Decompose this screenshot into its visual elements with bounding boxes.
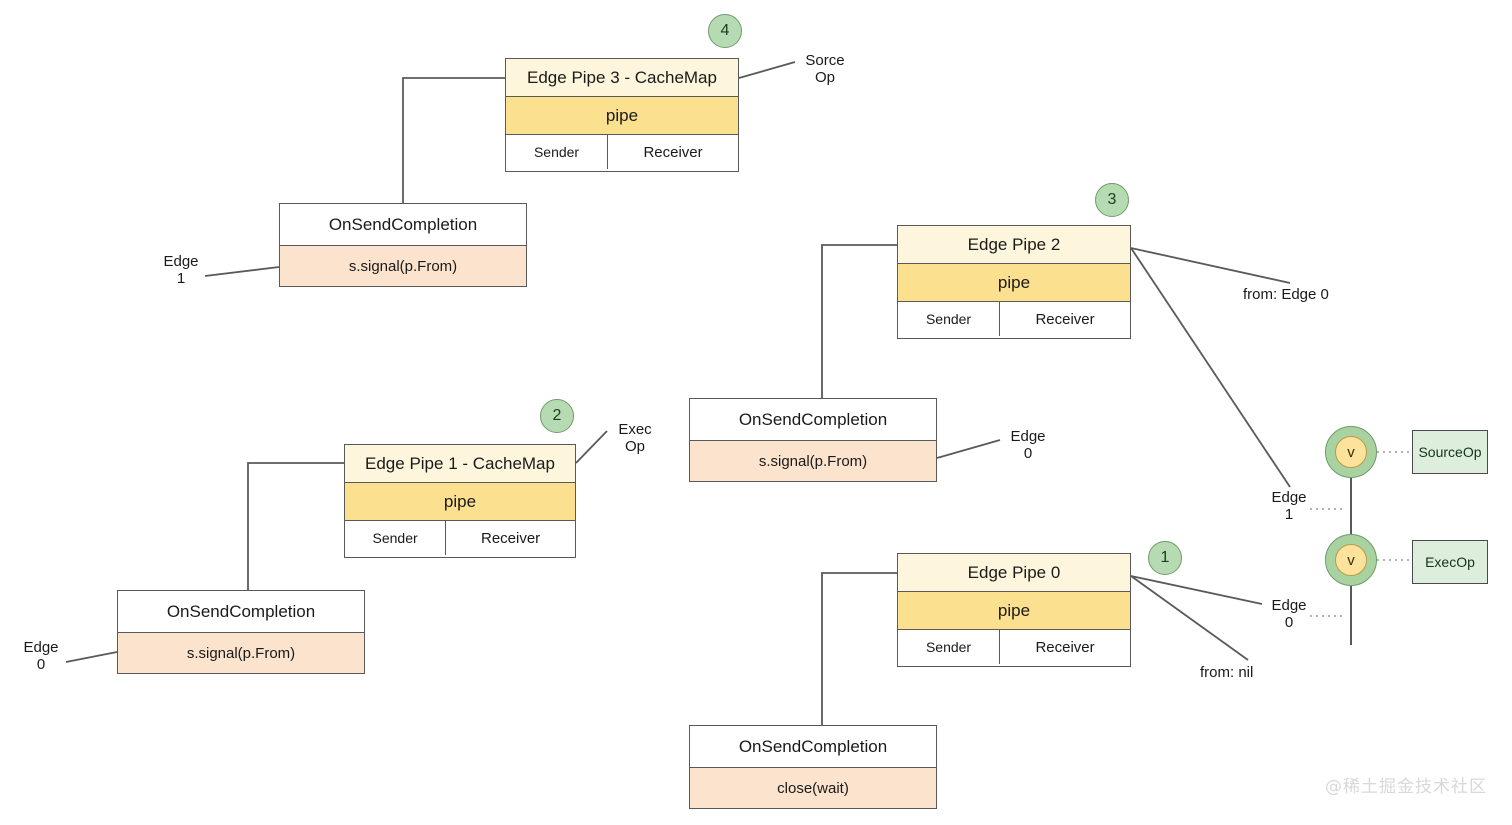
on-send-completion-mid-body: s.signal(p.From) (690, 441, 936, 481)
edge-pipe-3-title: Edge Pipe 3 - CacheMap (506, 59, 738, 97)
source-op-box[interactable]: SourceOp (1412, 430, 1488, 474)
edge-pipe-1-sender-receiver-row: Sender Receiver (345, 521, 575, 555)
on-send-completion-edge1-title: OnSendCompletion (280, 204, 526, 246)
edge-pipe-3-sender: Sender (506, 135, 609, 169)
edge-pipe-0-node[interactable]: Edge Pipe 0 pipe Sender Receiver (897, 553, 1131, 667)
on-send-completion-left-body: s.signal(p.From) (118, 633, 364, 673)
annotation-from-edge-0: from: Edge 0 (1243, 286, 1329, 303)
vertex-source-glyph: v (1335, 436, 1367, 468)
annotation-sorce-op: Sorce Op (805, 52, 845, 86)
edge-pipe-2-pipe-row: pipe (898, 264, 1130, 302)
edge-pipe-2-sender-receiver-row: Sender Receiver (898, 302, 1130, 336)
on-send-completion-close-title: OnSendCompletion (690, 726, 936, 768)
edge-marker-edge-1: Edge 1 (1271, 489, 1307, 523)
vertex-exec-node[interactable]: v (1325, 534, 1377, 586)
edge-label-edge0-left: Edge 0 (23, 639, 59, 673)
annotation-exec-op: Exec Op (618, 421, 652, 455)
edge-pipe-0-title: Edge Pipe 0 (898, 554, 1130, 592)
annotation-from-nil: from: nil (1200, 664, 1254, 681)
edge-label-edge0-mid: Edge 0 (1010, 428, 1046, 462)
edge-pipe-1-sender: Sender (345, 521, 447, 555)
on-send-completion-close-body: close(wait) (690, 768, 936, 808)
step-badge-2[interactable]: 2 (540, 399, 574, 433)
edge-pipe-3-sender-receiver-row: Sender Receiver (506, 135, 738, 169)
edge-label-edge1-left: Edge 1 (163, 253, 199, 287)
watermark: @稀土掘金技术社区 (1325, 777, 1487, 797)
on-send-completion-mid-node[interactable]: OnSendCompletion s.signal(p.From) (689, 398, 937, 482)
edge-pipe-0-sender: Sender (898, 630, 1001, 664)
edge-pipe-3-node[interactable]: Edge Pipe 3 - CacheMap pipe Sender Recei… (505, 58, 739, 172)
on-send-completion-edge1-body: s.signal(p.From) (280, 246, 526, 286)
on-send-completion-left-node[interactable]: OnSendCompletion s.signal(p.From) (117, 590, 365, 674)
edge-pipe-0-pipe-row: pipe (898, 592, 1130, 630)
edge-pipe-3-pipe-row: pipe (506, 97, 738, 135)
on-send-completion-close-node[interactable]: OnSendCompletion close(wait) (689, 725, 937, 809)
edge-pipe-0-receiver: Receiver (1000, 630, 1130, 664)
step-badge-1[interactable]: 1 (1148, 541, 1182, 575)
step-badge-4[interactable]: 4 (708, 14, 742, 48)
edge-pipe-2-receiver: Receiver (1000, 302, 1130, 336)
edge-marker-edge-0: Edge 0 (1271, 597, 1307, 631)
edge-pipe-2-sender: Sender (898, 302, 1001, 336)
exec-op-box[interactable]: ExecOp (1412, 540, 1488, 584)
on-send-completion-mid-title: OnSendCompletion (690, 399, 936, 441)
edge-pipe-1-title: Edge Pipe 1 - CacheMap (345, 445, 575, 483)
edge-pipe-1-node[interactable]: Edge Pipe 1 - CacheMap pipe Sender Recei… (344, 444, 576, 558)
edge-pipe-2-node[interactable]: Edge Pipe 2 pipe Sender Receiver (897, 225, 1131, 339)
vertex-source-node[interactable]: v (1325, 426, 1377, 478)
edge-pipe-1-receiver: Receiver (446, 521, 575, 555)
edge-pipe-2-title: Edge Pipe 2 (898, 226, 1130, 264)
edge-pipe-1-pipe-row: pipe (345, 483, 575, 521)
edge-pipe-3-receiver: Receiver (608, 135, 738, 169)
on-send-completion-edge1-node[interactable]: OnSendCompletion s.signal(p.From) (279, 203, 527, 287)
step-badge-3[interactable]: 3 (1095, 183, 1129, 217)
vertex-exec-glyph: v (1335, 544, 1367, 576)
on-send-completion-left-title: OnSendCompletion (118, 591, 364, 633)
edge-pipe-0-sender-receiver-row: Sender Receiver (898, 630, 1130, 664)
